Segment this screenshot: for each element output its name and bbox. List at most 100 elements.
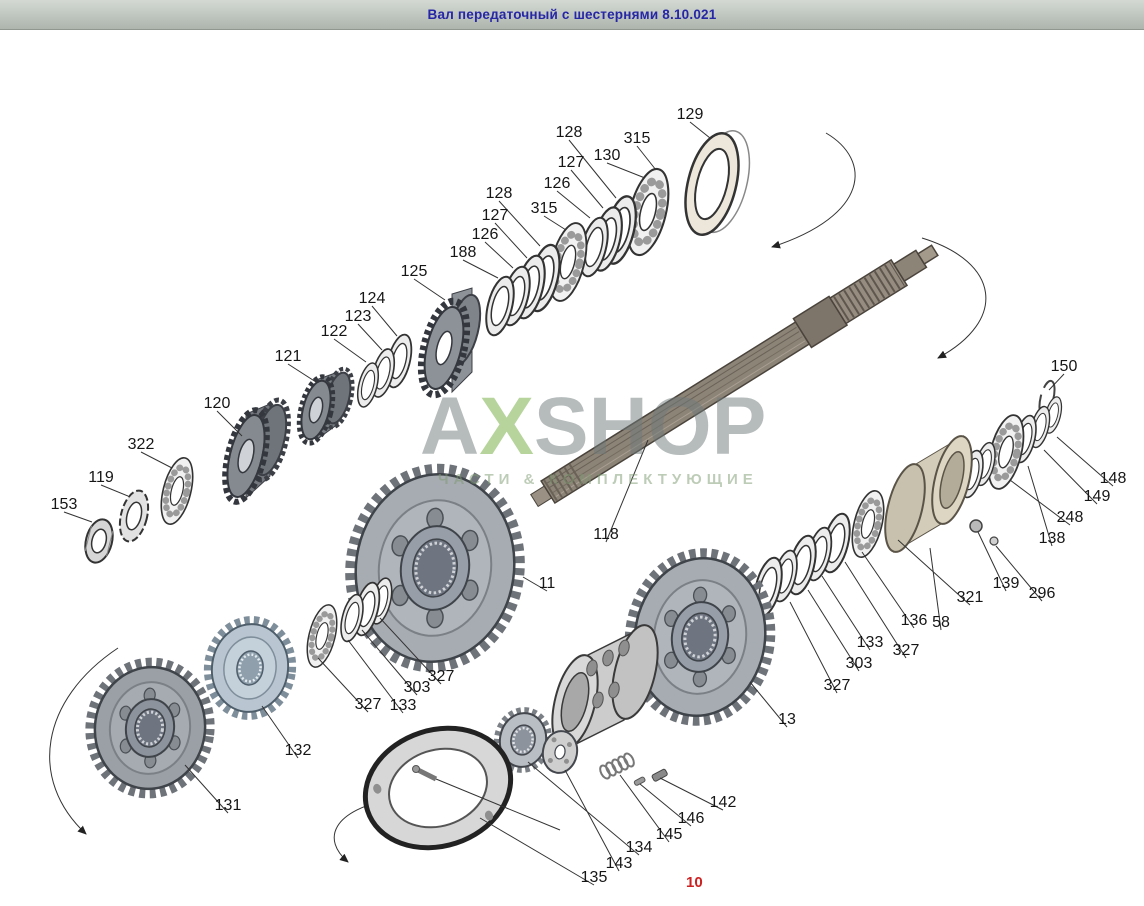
part-label-120: 120 [204,395,231,412]
gear-125 [417,287,482,399]
part-label-123: 123 [345,308,372,325]
part-label-128: 128 [556,124,583,141]
plate-143 [541,730,579,774]
part-label-126: 126 [472,226,499,243]
part-label-303: 303 [404,679,431,696]
part-label-142: 142 [710,794,737,811]
part-label-125: 125 [401,263,428,280]
leader-line [606,162,646,179]
part-label-322: 322 [128,436,155,453]
part-label-130: 130 [594,147,621,164]
part-label-188: 188 [450,244,477,261]
gear-121 [296,366,355,446]
part-label-124: 124 [359,290,386,307]
window-title: Вал передаточный с шестернями 8.10.021 [427,7,717,22]
leader-line [484,241,514,269]
leader-line [605,439,649,543]
leader-line [379,617,442,685]
gear-132 [203,616,297,720]
part-label-11: 11 [539,575,556,592]
gear-131 [85,657,215,799]
ring-129 [684,130,751,237]
bearing-lower-left [302,602,343,670]
leader-line [1056,436,1114,487]
leader-line [63,511,93,523]
titlebar: Вал передаточный с шестернями 8.10.021 [0,0,1144,30]
ring-135 [362,725,514,851]
part-label-143: 143 [606,855,633,872]
washer-119 [118,489,150,543]
leader-line [619,774,670,843]
part-label-296: 296 [1029,585,1056,602]
part-label-153: 153 [51,496,78,513]
drum-hub [551,624,659,752]
leader-line [317,657,369,713]
leader-line [287,363,317,383]
part-label-134: 134 [626,839,653,856]
part-label-327: 327 [893,642,920,659]
part-label-315: 315 [531,200,558,217]
part-label-58: 58 [932,614,950,631]
leader-line [140,451,173,469]
rotation-arrow [921,237,987,359]
leader-line [556,190,591,219]
part-label-126: 126 [544,175,571,192]
part-label-149: 149 [1084,488,1111,505]
leader-line [977,531,1007,592]
leader-line [749,681,788,728]
part-label-122: 122 [321,323,348,340]
leader-line [689,121,711,139]
leader-line [543,215,567,231]
leader-line [861,551,915,629]
part-label-135: 135 [581,869,608,886]
part-label-148: 148 [1100,470,1127,487]
part-label-128: 128 [486,185,513,202]
part-label-146: 146 [678,810,705,827]
roller-296 [989,536,999,546]
ball-139 [969,519,983,533]
bearing-321 [846,488,889,561]
part-label-132: 132 [285,742,312,759]
ring-122 [353,360,383,410]
rotation-arrow [771,132,856,249]
leader-line [479,817,595,886]
gear-13 [624,548,776,726]
leader-line [789,601,838,694]
leader-line [639,783,692,827]
part-label-133: 133 [857,634,884,651]
leader-line [568,139,617,199]
leader-line [494,222,528,259]
leader-line [821,575,871,651]
part-label-327: 327 [428,668,455,685]
leader-line [995,545,1043,602]
pin-142 [651,768,668,782]
leader-line [807,589,860,672]
bearing-322 [155,455,198,528]
part-label-315: 315 [624,130,651,147]
leader-line [371,305,398,337]
part-label-127: 127 [482,207,509,224]
leader-line [333,338,367,363]
bolt-pin [412,765,561,831]
ring-188 [480,272,520,340]
part-label-327: 327 [824,677,851,694]
leader-line [844,561,907,659]
leader-line [361,629,418,696]
part-label-150: 150 [1051,358,1078,375]
leader-line [570,169,604,209]
leader-line [413,278,446,301]
part-label-127: 127 [558,154,585,171]
leader-line [1009,479,1071,526]
part-label-248: 248 [1057,509,1084,526]
part-label-138: 138 [1039,530,1066,547]
shaft-118 [530,244,939,508]
leader-line [1043,449,1098,505]
leader-line [522,576,548,592]
pin-146 [633,776,646,786]
part-label-321: 321 [957,589,984,606]
leader-line [261,705,299,759]
leader-line [498,200,541,247]
leader-line [1027,465,1053,547]
